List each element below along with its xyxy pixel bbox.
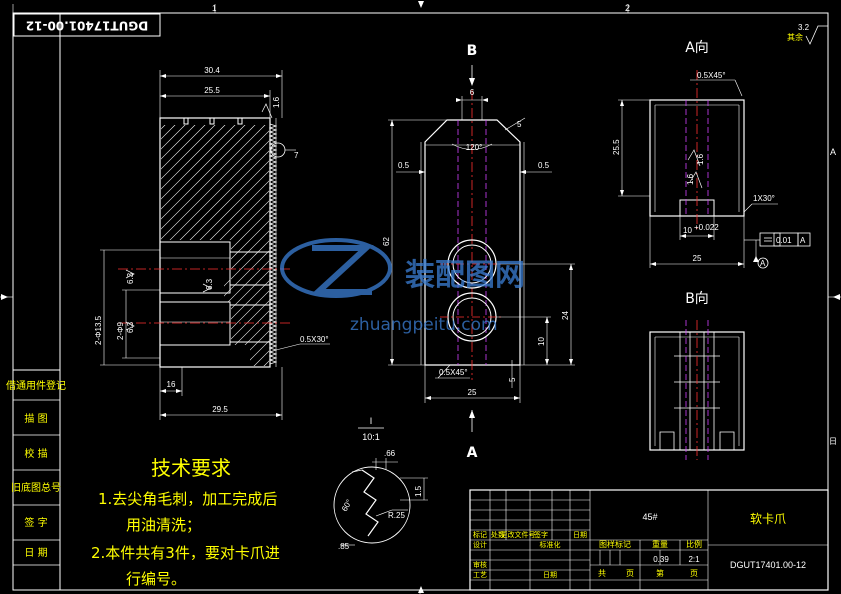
- view-label-b: B向: [685, 291, 709, 307]
- svg-text:日期: 日期: [543, 571, 557, 579]
- svg-text:设计: 设计: [473, 540, 487, 549]
- svg-text:1.6: 1.6: [272, 96, 281, 108]
- zone-right-a: A: [830, 147, 836, 157]
- watermark: 装配图网 zhuangpeitu.com: [280, 238, 525, 335]
- front-view: 6 5 120° 0.5 0.5 62 24 10 5 0.5X45° 25 B…: [382, 43, 575, 461]
- svg-text:0.01: 0.01: [776, 236, 792, 245]
- svg-text:A: A: [760, 259, 766, 268]
- svg-text:29.5: 29.5: [212, 405, 228, 414]
- svg-text:装配图网: 装配图网: [405, 258, 525, 293]
- svg-text:工艺: 工艺: [473, 571, 487, 579]
- svg-text:I: I: [370, 416, 373, 426]
- b-direction-view: B向: [649, 291, 745, 460]
- technical-requirements: 技术要求 1.去尖角毛刺，加工完成后 用油清洗； 2.本件共有3件，要对卡爪进 …: [91, 456, 280, 588]
- zone-right-b: 日: [829, 437, 837, 446]
- drawing-number: DGUT17401.00-12: [730, 560, 806, 570]
- svg-text:处数: 处数: [491, 530, 505, 539]
- svg-text:标准化: 标准化: [540, 540, 561, 549]
- svg-text:10: 10: [683, 226, 692, 235]
- left-registry-strip: 借通用件登记 描 图 校 描 旧底图总号 签 字 日 期: [6, 369, 66, 591]
- svg-text:0.5X45°: 0.5X45°: [697, 71, 726, 80]
- svg-text:页: 页: [690, 569, 698, 578]
- svg-text:1.6: 1.6: [686, 173, 695, 185]
- svg-text:2-Φ9: 2-Φ9: [116, 322, 125, 340]
- svg-text:图样标记: 图样标记: [599, 539, 631, 549]
- scale: 2:1: [688, 555, 700, 564]
- svg-text:0.5: 0.5: [538, 161, 550, 170]
- title-block: 45# 软卡爪 DGUT17401.00-12 0.39 2:1 标记 处数 更…: [469, 489, 829, 591]
- svg-text:1.去尖角毛刺，加工完成后: 1.去尖角毛刺，加工完成后: [98, 490, 277, 508]
- svg-text:借通用件登记: 借通用件登记: [6, 379, 66, 392]
- svg-text:重量: 重量: [652, 539, 668, 549]
- svg-text:zhuangpeitu.com: zhuangpeitu.com: [350, 315, 498, 335]
- svg-text:25.5: 25.5: [612, 139, 621, 155]
- svg-text:7: 7: [294, 151, 299, 160]
- svg-text:120°: 120°: [466, 143, 483, 152]
- material: 45#: [642, 512, 657, 522]
- roughness-symbol: 3.2 其余: [787, 23, 828, 45]
- inner-frame: [59, 12, 829, 591]
- svg-text:1.6: 1.6: [696, 153, 705, 165]
- svg-text:25: 25: [468, 388, 477, 397]
- svg-text:DGUT17401.00-12: DGUT17401.00-12: [26, 19, 148, 33]
- svg-text:2.本件共有3件，要对卡爪进: 2.本件共有3件，要对卡爪进: [91, 544, 280, 562]
- svg-text:描 图: 描 图: [24, 412, 47, 425]
- svg-text:标记: 标记: [473, 530, 487, 539]
- detail-view-i: I 10:1 .66 1.5 60° R.25 .85: [333, 416, 428, 551]
- svg-text:1.5: 1.5: [414, 485, 423, 497]
- svg-text:签 字: 签 字: [24, 516, 47, 529]
- a-direction-view: A向: [612, 40, 811, 269]
- svg-text:3.2: 3.2: [798, 23, 810, 32]
- svg-text:更改文件号: 更改文件号: [501, 530, 536, 539]
- svg-text:10:1: 10:1: [362, 432, 380, 442]
- view-label-a: A向: [685, 40, 709, 56]
- zone-left-number: 1: [212, 4, 217, 13]
- svg-text:日 期: 日 期: [24, 547, 47, 559]
- svg-text:5: 5: [517, 120, 522, 129]
- drawing-number-stamp: DGUT17401.00-12: [13, 13, 161, 37]
- svg-text:技术要求: 技术要求: [151, 456, 231, 480]
- weight: 0.39: [653, 555, 669, 564]
- svg-text:共: 共: [598, 569, 606, 578]
- svg-text:日期: 日期: [573, 531, 587, 539]
- svg-text:+0.022: +0.022: [694, 223, 719, 232]
- svg-text:10: 10: [537, 337, 546, 346]
- svg-text:0.5X45°: 0.5X45°: [439, 368, 468, 377]
- zone-top-number: 2: [625, 3, 630, 13]
- svg-text:.85: .85: [338, 542, 350, 551]
- svg-text:0.5X30°: 0.5X30°: [300, 335, 329, 344]
- svg-text:校 描: 校 描: [24, 447, 47, 460]
- svg-text:16: 16: [167, 380, 176, 389]
- part-name: 软卡爪: [750, 512, 786, 526]
- svg-text:2-Φ13.5: 2-Φ13.5: [94, 315, 103, 345]
- svg-text:行编号。: 行编号。: [126, 570, 186, 588]
- svg-text:25: 25: [693, 254, 702, 263]
- section-label-b: B: [467, 43, 478, 59]
- svg-text:25.5: 25.5: [204, 86, 220, 95]
- svg-text:签字: 签字: [534, 530, 548, 539]
- svg-text:.66: .66: [384, 449, 396, 458]
- svg-text:0.5: 0.5: [398, 161, 410, 170]
- svg-text:1X30°: 1X30°: [753, 194, 775, 203]
- svg-text:6.3: 6.3: [205, 278, 214, 290]
- svg-text:30.4: 30.4: [204, 66, 220, 75]
- svg-text:5: 5: [508, 377, 517, 382]
- svg-text:R.25: R.25: [388, 511, 405, 520]
- svg-text:6.3: 6.3: [126, 272, 135, 284]
- svg-text:用油清洗；: 用油清洗；: [126, 516, 201, 534]
- svg-text:24: 24: [561, 311, 570, 320]
- svg-text:审核: 审核: [473, 560, 487, 569]
- svg-text:其余: 其余: [787, 32, 803, 42]
- svg-text:6: 6: [470, 88, 475, 97]
- svg-text:62: 62: [382, 237, 391, 246]
- svg-text:比例: 比例: [686, 539, 702, 549]
- svg-text:A: A: [800, 236, 806, 245]
- section-label-a: A: [467, 445, 478, 461]
- svg-text:旧底图总号: 旧底图总号: [11, 481, 61, 494]
- svg-text:页: 页: [626, 569, 634, 578]
- svg-text:6.3: 6.3: [126, 321, 135, 333]
- svg-text:第: 第: [656, 568, 664, 578]
